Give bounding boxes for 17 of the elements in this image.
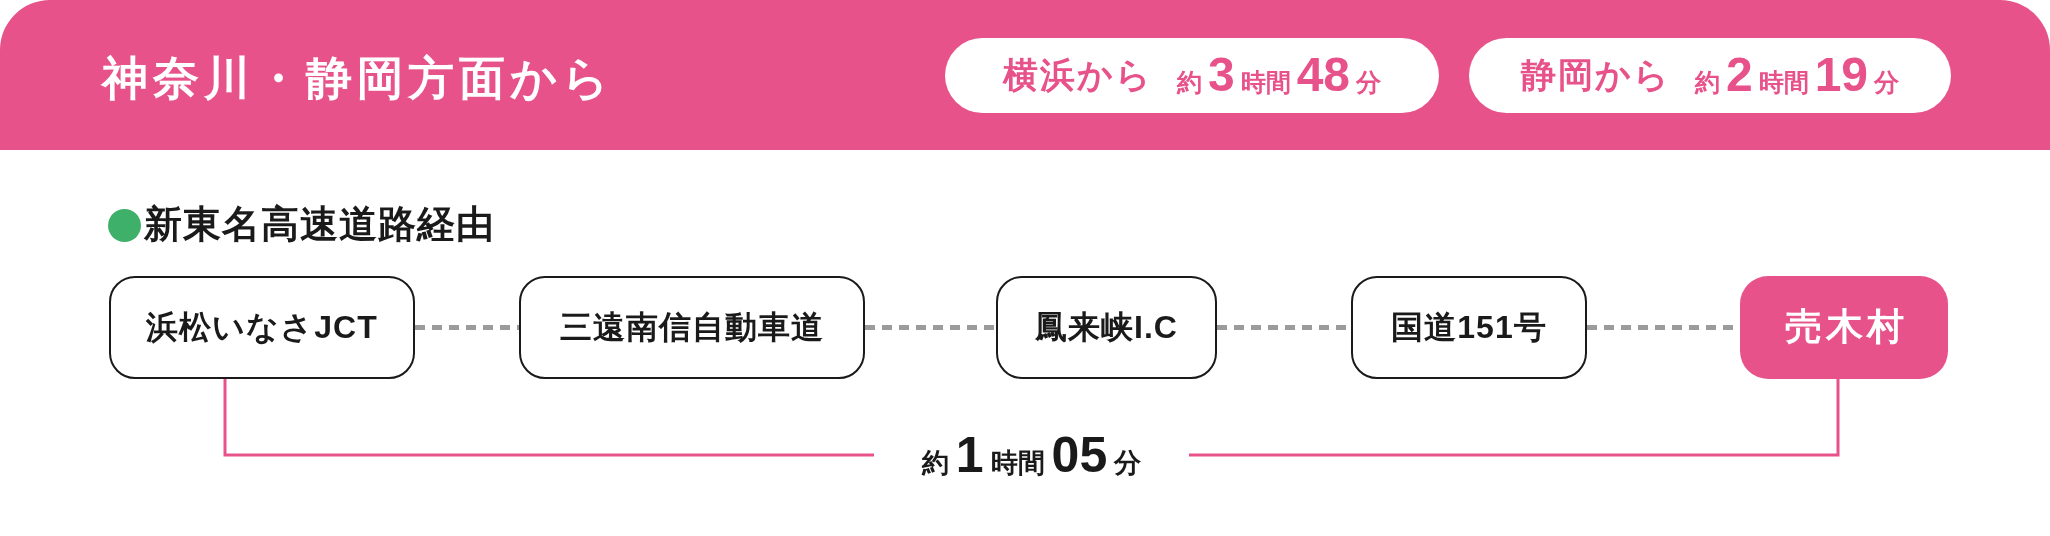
route-point-name: 国道151号: [1391, 308, 1547, 347]
origin-text: 横浜から: [1002, 54, 1153, 96]
header-band: [0, 0, 2050, 150]
dashed-connector: [415, 325, 519, 330]
destination-box: [1740, 276, 1948, 379]
route-box: [1351, 276, 1587, 379]
section-heading: 新東名高速道路経由: [144, 202, 495, 248]
route-point-name: 浜松いなさJCT: [146, 308, 378, 347]
header-title: 神奈川・静岡方面から: [102, 51, 614, 105]
dashed-connector: [865, 325, 996, 330]
route-box: [996, 276, 1217, 379]
route-point-name: 三遠南信自動車道: [560, 308, 824, 347]
route-point-name: 鳳来峡I.C: [1035, 308, 1178, 347]
origin-text: 静岡から: [1520, 54, 1671, 96]
route-box: [519, 276, 865, 379]
route-box: [109, 276, 415, 379]
destination-name: 売木村: [1783, 305, 1908, 350]
